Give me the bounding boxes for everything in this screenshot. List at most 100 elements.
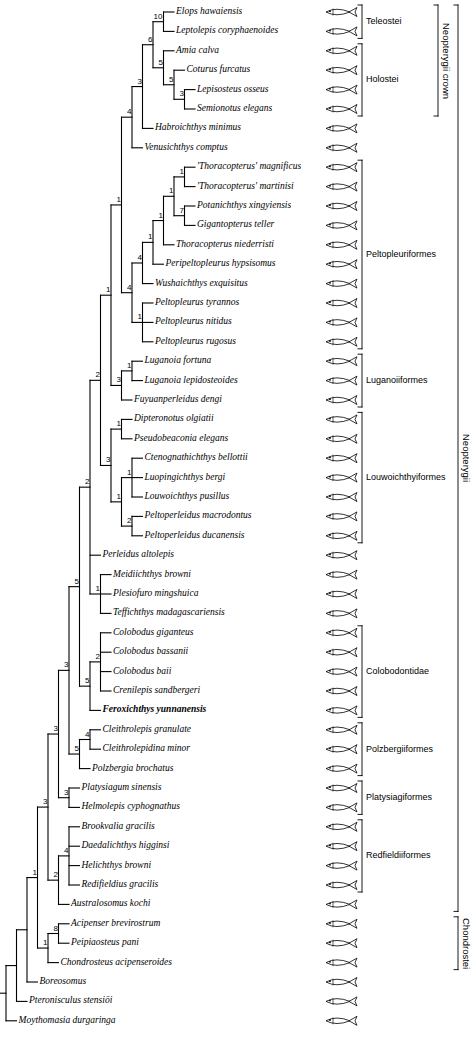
fish-tail [349,861,357,870]
group-bracket [362,44,363,116]
fish-icon [326,746,350,752]
fish-icon [326,708,350,714]
tree-branch [59,670,70,671]
tree-branch [122,292,133,293]
fish-eye [329,728,331,730]
fish-icon [326,999,350,1005]
tree-branch [132,458,143,459]
tree-branch [101,593,112,594]
tree-branch [153,220,164,221]
tree-branch [59,904,70,905]
fish-eye [329,922,331,924]
taxon-name: Wushaichthys exquisitus [155,279,248,289]
group-label: Redfieldiiformes [366,851,431,860]
taxon-name: Boreosomus [40,977,87,987]
fish-eye [329,689,331,691]
fish-tail [349,648,357,657]
fish-gill [333,921,334,927]
group-label: Peltopleuriformes [366,250,436,259]
fish-eye [329,379,331,381]
support-value: 5 [169,76,173,84]
tree-branch [69,787,80,788]
fish-icon [326,882,350,888]
taxon-name: Helmolepis cyphognathus [82,802,180,812]
support-value: 1 [180,168,184,176]
fish-eye [329,651,331,653]
group-bracket [358,722,362,723]
fish-gill [333,940,334,946]
tree-branch [90,710,101,711]
fish-tail [349,299,357,308]
support-value: 5 [85,677,89,685]
group-label: Neopterygii [461,434,471,482]
group-bracket [358,160,362,161]
fish-gill [333,48,334,54]
fish-icon [326,611,350,617]
support-value: 2 [85,478,89,486]
group-label: Neopterygii crown [441,23,451,99]
tree-branch [164,244,175,245]
fish-tail [349,105,357,114]
support-value: 1 [33,869,37,877]
fish-tail [349,415,357,424]
fish-eye [329,321,331,323]
fish-eye [329,243,331,245]
tree-branch [164,31,175,32]
fish-eye [329,185,331,187]
fish-eye [329,495,331,497]
group-bracket [358,412,362,413]
tree-branch [59,797,70,798]
tree-branch [69,846,80,847]
fish-icon [326,358,350,364]
fish-icon [326,572,350,578]
fish-tail [349,978,357,987]
support-value: 3 [54,725,58,733]
tree-branch [59,943,70,944]
taxon-name: Acipenser brevirostrum [71,919,160,929]
fish-icon [326,960,350,966]
taxon-name: Daedalichthys higginsi [82,841,170,851]
group-bracket [358,116,362,117]
taxon-name: Perleidus altolepis [103,550,175,560]
tree-branch [185,108,196,109]
tree-branch [69,586,80,587]
tree-branch [48,933,59,934]
fish-eye [329,748,331,750]
group-bracket [358,819,362,820]
taxon-name: Elops hawaiensis [176,7,242,17]
fish-tail [349,493,357,502]
group-bracket [362,723,363,776]
fish-icon [326,533,350,539]
fish-gill [333,87,334,93]
tree-branch [174,176,185,177]
group-bracket [358,814,362,815]
group-bracket [454,969,458,970]
fish-tail [349,687,357,696]
tree-branch [132,535,143,536]
fish-gill [333,9,334,15]
fish-tail [349,202,357,211]
tree-branch [132,86,143,87]
fish-gill [333,727,334,733]
support-value: 3 [180,90,184,98]
tree-branch [111,501,122,502]
fish-eye [329,30,331,32]
fish-eye [329,1019,331,1021]
fish-eye [329,554,331,556]
fish-tail [349,8,357,17]
tree-branch [185,167,196,168]
taxon-name: Peltopleurus nitidus [155,317,232,327]
taxon-name: Australosomus kochi [71,899,150,909]
fish-eye [329,709,331,711]
tree-branch [122,117,133,118]
tree-branch [101,671,112,672]
tree-branch [143,283,154,284]
fish-icon [326,320,350,326]
fish-tail [349,803,357,812]
taxon-name: Venusichthys comptus [145,143,228,153]
fish-eye [329,631,331,633]
fish-eye [329,398,331,400]
tree-branch [80,739,91,740]
taxon-name: Pseudobeaconia elegans [134,434,228,444]
taxon-name: Gigantopterus teller [197,220,274,230]
